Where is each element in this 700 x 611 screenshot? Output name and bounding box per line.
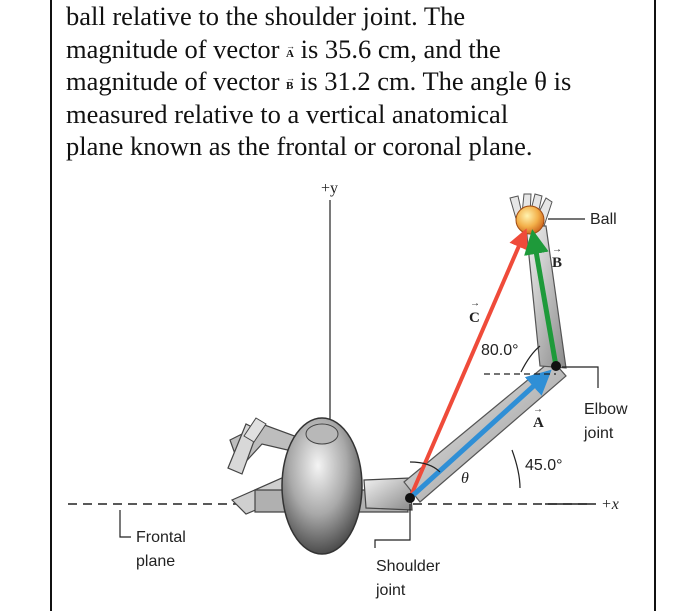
text-line-1: ball relative to the shoulder joint. The xyxy=(66,1,466,31)
text-line-4: measured relative to a vertical anatomic… xyxy=(66,98,509,129)
ball xyxy=(515,205,545,235)
shoulder-callout: Shoulder joint xyxy=(374,504,441,599)
vector-b-arrow xyxy=(524,229,559,367)
left-margin-rule xyxy=(50,0,52,611)
vector-a-label: → A xyxy=(533,404,544,431)
text-line-3: magnitude of vector →B is 31.2 cm. The a… xyxy=(66,65,646,98)
angle-theta-marker xyxy=(409,461,441,473)
person-illustration xyxy=(227,417,413,555)
vector-arrow-icon: → xyxy=(286,73,296,83)
elbow-callout: Elbow joint xyxy=(562,366,628,442)
vector-arrow-icon: → xyxy=(552,244,562,255)
frontal-label-line-1: Frontal xyxy=(136,529,186,546)
elbow-joint-dot xyxy=(551,361,561,371)
right-margin-rule xyxy=(654,0,656,611)
svg-text:A: A xyxy=(533,415,544,431)
elbow-label-line-1: Elbow xyxy=(584,401,628,418)
shoulder-label-line-2: joint xyxy=(375,582,406,599)
vector-b-label: → B xyxy=(552,244,562,271)
theta-label: θ xyxy=(461,470,469,487)
angle-45-label: 45.0° xyxy=(525,457,563,474)
vector-arrow-icon: → xyxy=(286,40,296,51)
svg-text:B: B xyxy=(552,255,562,271)
angle-45-marker xyxy=(511,449,521,489)
elbow-label-line-2: joint xyxy=(583,425,614,442)
text-line-2-end: is 35.6 cm, and the xyxy=(300,33,501,64)
x-axis-label: +x xyxy=(601,496,619,513)
vector-b-letter: B xyxy=(286,80,294,92)
vector-a-arrow xyxy=(408,369,552,500)
text-line-2-start: magnitude of vector xyxy=(66,33,280,64)
shoulder-joint-dot xyxy=(405,493,415,503)
y-axis-label: +y xyxy=(321,180,338,197)
text-line-2: magnitude of vector →A is 35.6 cm, and t… xyxy=(66,33,646,66)
frontal-plane-callout: Frontal plane xyxy=(119,510,186,570)
svg-text:C: C xyxy=(469,310,480,326)
vector-c-label: → C xyxy=(469,298,480,326)
frontal-label-line-2: plane xyxy=(136,553,175,570)
ball-callout: Ball xyxy=(548,211,617,228)
angle-80-marker xyxy=(484,345,556,375)
vector-c-arrow xyxy=(408,228,528,499)
text-line-3-start: magnitude of vector xyxy=(66,66,280,96)
shoulder-label-line-1: Shoulder xyxy=(376,558,441,575)
vector-arrow-icon: → xyxy=(470,298,480,309)
ball-label: Ball xyxy=(590,211,617,228)
vector-a-letter: A xyxy=(286,47,294,60)
vector-arrow-icon: → xyxy=(533,404,543,415)
vector-b-symbol: →B xyxy=(286,73,295,92)
problem-text: ball relative to the shoulder joint. The… xyxy=(66,0,646,163)
angle-80-label: 80.0° xyxy=(481,342,519,359)
text-line-3-end: is 31.2 cm. The angle θ is xyxy=(300,66,572,96)
text-line-5: plane known as the frontal or coronal pl… xyxy=(66,131,533,161)
vector-a-symbol: →A xyxy=(286,41,295,60)
